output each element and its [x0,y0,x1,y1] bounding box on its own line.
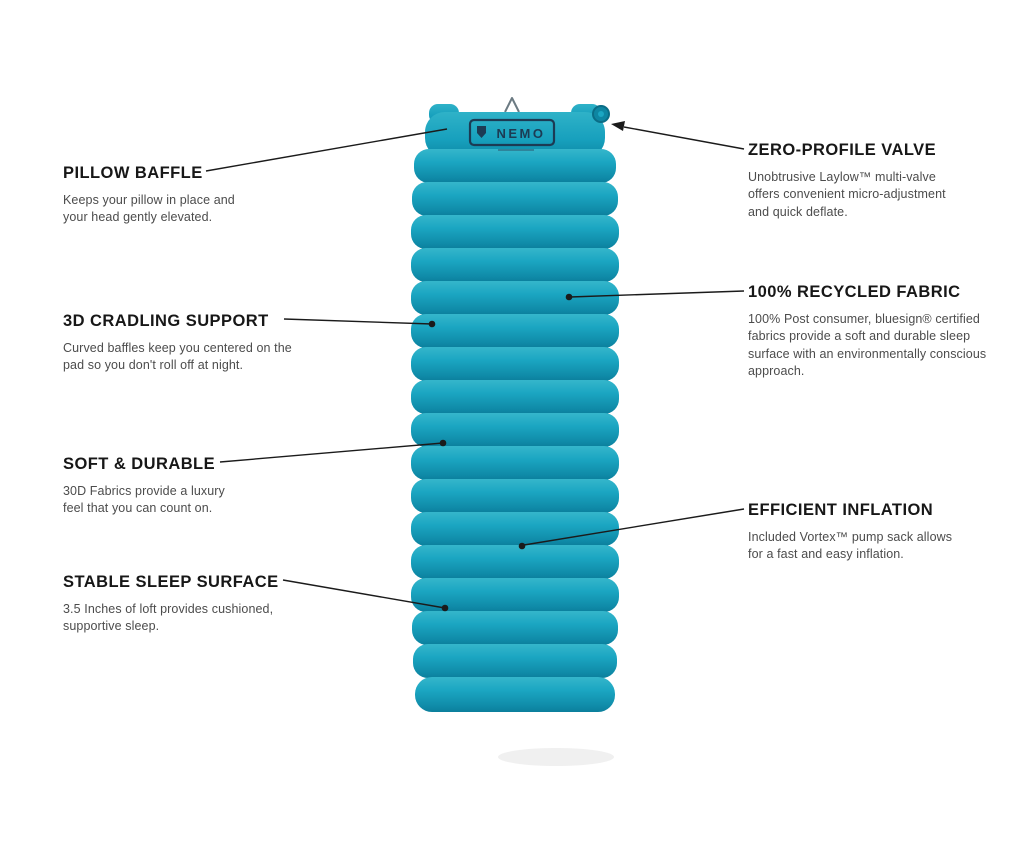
feature-stable-sleep-surface: STABLE SLEEP SURFACE 3.5 Inches of loft … [63,573,353,636]
feature-title: ZERO-PROFILE VALVE [748,141,937,159]
valve-cap [598,111,604,117]
callout-line-stable-sleep [282,579,446,609]
feature-description: 30D Fabrics provide a luxury feel that y… [63,484,225,516]
feature-description: Curved baffles keep you centered on the … [63,341,292,373]
feature-title: 3D CRADLING SUPPORT [63,312,269,330]
callout-dot-cradling [428,320,436,328]
feature-title: STABLE SLEEP SURFACE [63,573,279,591]
nemo-shield-icon [477,126,486,138]
feature-title: SOFT & DURABLE [63,455,216,473]
callout-dot-inflation [518,542,526,550]
feature-description: Unobtrusive Laylow™ multi-valve offers c… [748,170,946,219]
callout-line-recycled [569,290,745,298]
callout-line-pillow-baffle [205,128,448,172]
feature-description: 3.5 Inches of loft provides cushioned, s… [63,602,274,634]
feature-title: EFFICIENT INFLATION [748,501,934,519]
callout-line-soft-durable [219,442,444,463]
sleeping-pad-illustration: NEMO [411,97,619,712]
feature-description: Keeps your pillow in place and your head… [63,193,235,225]
callout-lines [205,126,745,609]
pad-baffle-tubes [411,149,619,712]
feature-recycled-fabric: 100% RECYCLED FABRIC 100% Post consumer,… [748,283,1024,380]
feature-title: PILLOW BAFFLE [63,164,203,182]
feature-description: Included Vortex™ pump sack allows for a … [748,530,953,562]
hang-loop-icon [504,97,520,113]
callout-line-inflation [523,508,745,546]
feature-zero-profile-valve: ZERO-PROFILE VALVE Unobtrusive Laylow™ m… [748,141,1024,221]
callout-dot-recycled [565,293,573,301]
feature-efficient-inflation: EFFICIENT INFLATION Included Vortex™ pum… [748,501,1024,564]
callout-markers [428,121,625,612]
nemo-logo-text: NEMO [497,126,546,141]
logo-subtext-bar [498,149,534,151]
callout-dot-stable-sleep [441,604,449,612]
feature-description: 100% Post consumer, bluesign® certified … [748,312,987,378]
feature-soft-durable: SOFT & DURABLE 30D Fabrics provide a lux… [63,455,353,518]
callout-dot-soft-durable [439,439,447,447]
nemo-logo: NEMO [468,118,556,151]
callout-arrow-valve [611,121,625,131]
callout-line-cradling [283,318,433,325]
feature-pillow-baffle: PILLOW BAFFLE Keeps your pillow in place… [63,164,353,227]
callout-line-valve [623,126,745,150]
feature-title: 100% RECYCLED FABRIC [748,283,961,301]
feature-3d-cradling-support: 3D CRADLING SUPPORT Curved baffles keep … [63,312,353,375]
pad-shadow [498,748,614,766]
